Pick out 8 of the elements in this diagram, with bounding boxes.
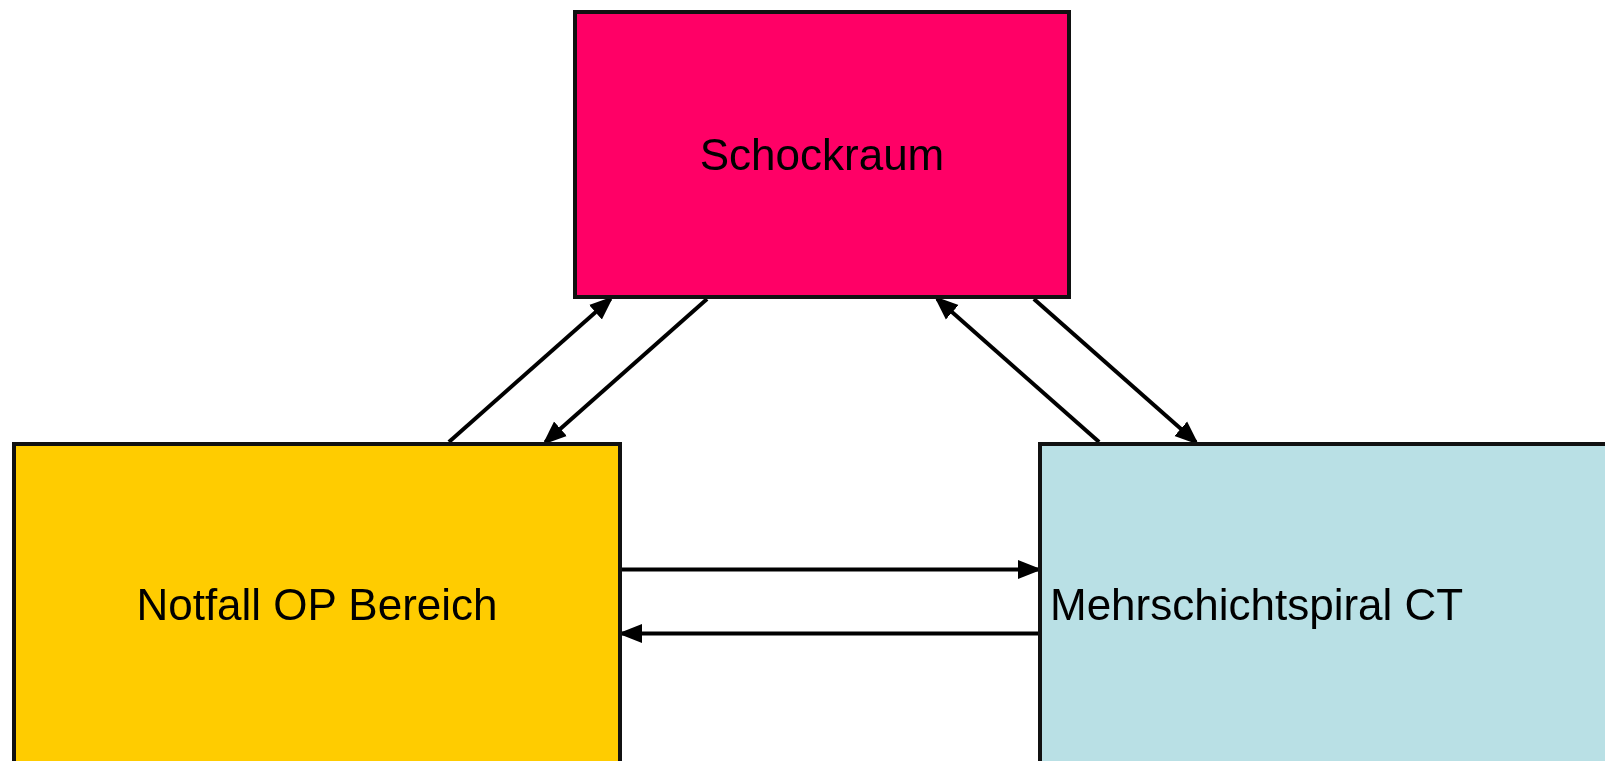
process-box (1038, 442, 1605, 761)
box-label: Mehrschichtspiral CT (1050, 579, 1464, 630)
process-box (573, 10, 1071, 299)
arrow (1032, 297, 1199, 445)
box-label: Notfall OP Bereich (136, 579, 498, 630)
box-label: Schockraum (699, 129, 945, 180)
process-box (12, 442, 622, 761)
arrow (542, 297, 709, 445)
